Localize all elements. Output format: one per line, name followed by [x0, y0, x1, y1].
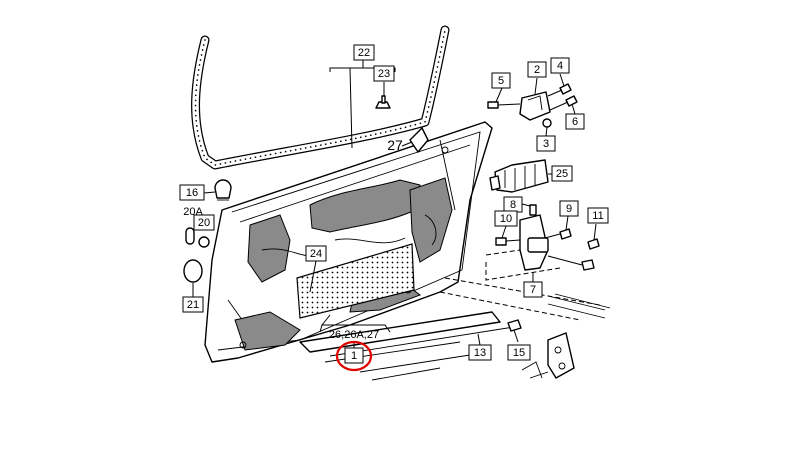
side-rail: [547, 293, 611, 319]
label-23-text: 23: [378, 68, 390, 80]
label-20: 20: [193, 214, 215, 231]
clip-23: [375, 95, 391, 109]
door-check-25: [489, 159, 549, 193]
label-21-text: 21: [187, 299, 199, 311]
label-26-text: 26,26A,27: [329, 329, 379, 341]
bracket-27: [409, 127, 429, 153]
leader-lines: [192, 60, 597, 348]
hinge-upper: [487, 83, 578, 128]
label-4: 4: [550, 57, 570, 74]
label-22-text: 22: [358, 47, 370, 59]
label-4-text: 4: [557, 60, 563, 72]
label-15: 15: [507, 344, 531, 361]
plug-20: [198, 236, 210, 248]
label-25: 25: [551, 165, 573, 182]
label-16-text: 16: [186, 187, 198, 199]
label-25-text: 25: [556, 168, 568, 180]
highlight-circle: [335, 340, 373, 372]
label-27-text: 27: [387, 137, 403, 153]
label-24-text: 24: [310, 248, 322, 260]
label-26: 26,26A,27: [329, 329, 379, 341]
label-21: 21: [182, 296, 204, 313]
label-7-text: 7: [530, 284, 536, 296]
label-13: 13: [468, 344, 492, 361]
label-24: 24: [305, 245, 327, 262]
label-15-text: 15: [513, 347, 525, 359]
label-10-text: 10: [500, 213, 512, 225]
label-27: 27: [387, 137, 403, 153]
label-6-text: 6: [572, 116, 578, 128]
label-5-text: 5: [498, 75, 504, 87]
label-1-text: 1: [351, 350, 357, 362]
label-9: 9: [559, 200, 579, 217]
label-8: 8: [503, 196, 523, 213]
hinge-lower: [485, 204, 600, 281]
label-11-text: 11: [592, 210, 603, 222]
label-8-text: 8: [510, 199, 516, 211]
label-5: 5: [491, 72, 511, 89]
label-3: 3: [536, 135, 556, 152]
lock-striker: [521, 332, 575, 379]
label-20-text: 20: [198, 217, 210, 229]
label-2: 2: [527, 61, 547, 78]
grommet-21: [183, 259, 203, 283]
window-frame-seal: [191, 25, 450, 170]
clip-16: [214, 179, 232, 201]
label-6: 6: [565, 113, 585, 130]
bolt-15: [507, 319, 522, 343]
label-3-text: 3: [543, 138, 549, 150]
label-1: 1: [344, 347, 364, 364]
label-22: 22: [353, 44, 375, 61]
label-9-text: 9: [566, 203, 572, 215]
label-2-text: 2: [534, 64, 540, 76]
label-11: 11: [587, 207, 609, 224]
label-23: 23: [373, 65, 395, 82]
insulation-panel: [296, 243, 415, 319]
plug-20a: [185, 227, 195, 245]
label-13-text: 13: [474, 347, 486, 359]
label-10: 10: [494, 210, 518, 227]
label-7: 7: [523, 281, 543, 298]
label-16: 16: [179, 184, 205, 201]
